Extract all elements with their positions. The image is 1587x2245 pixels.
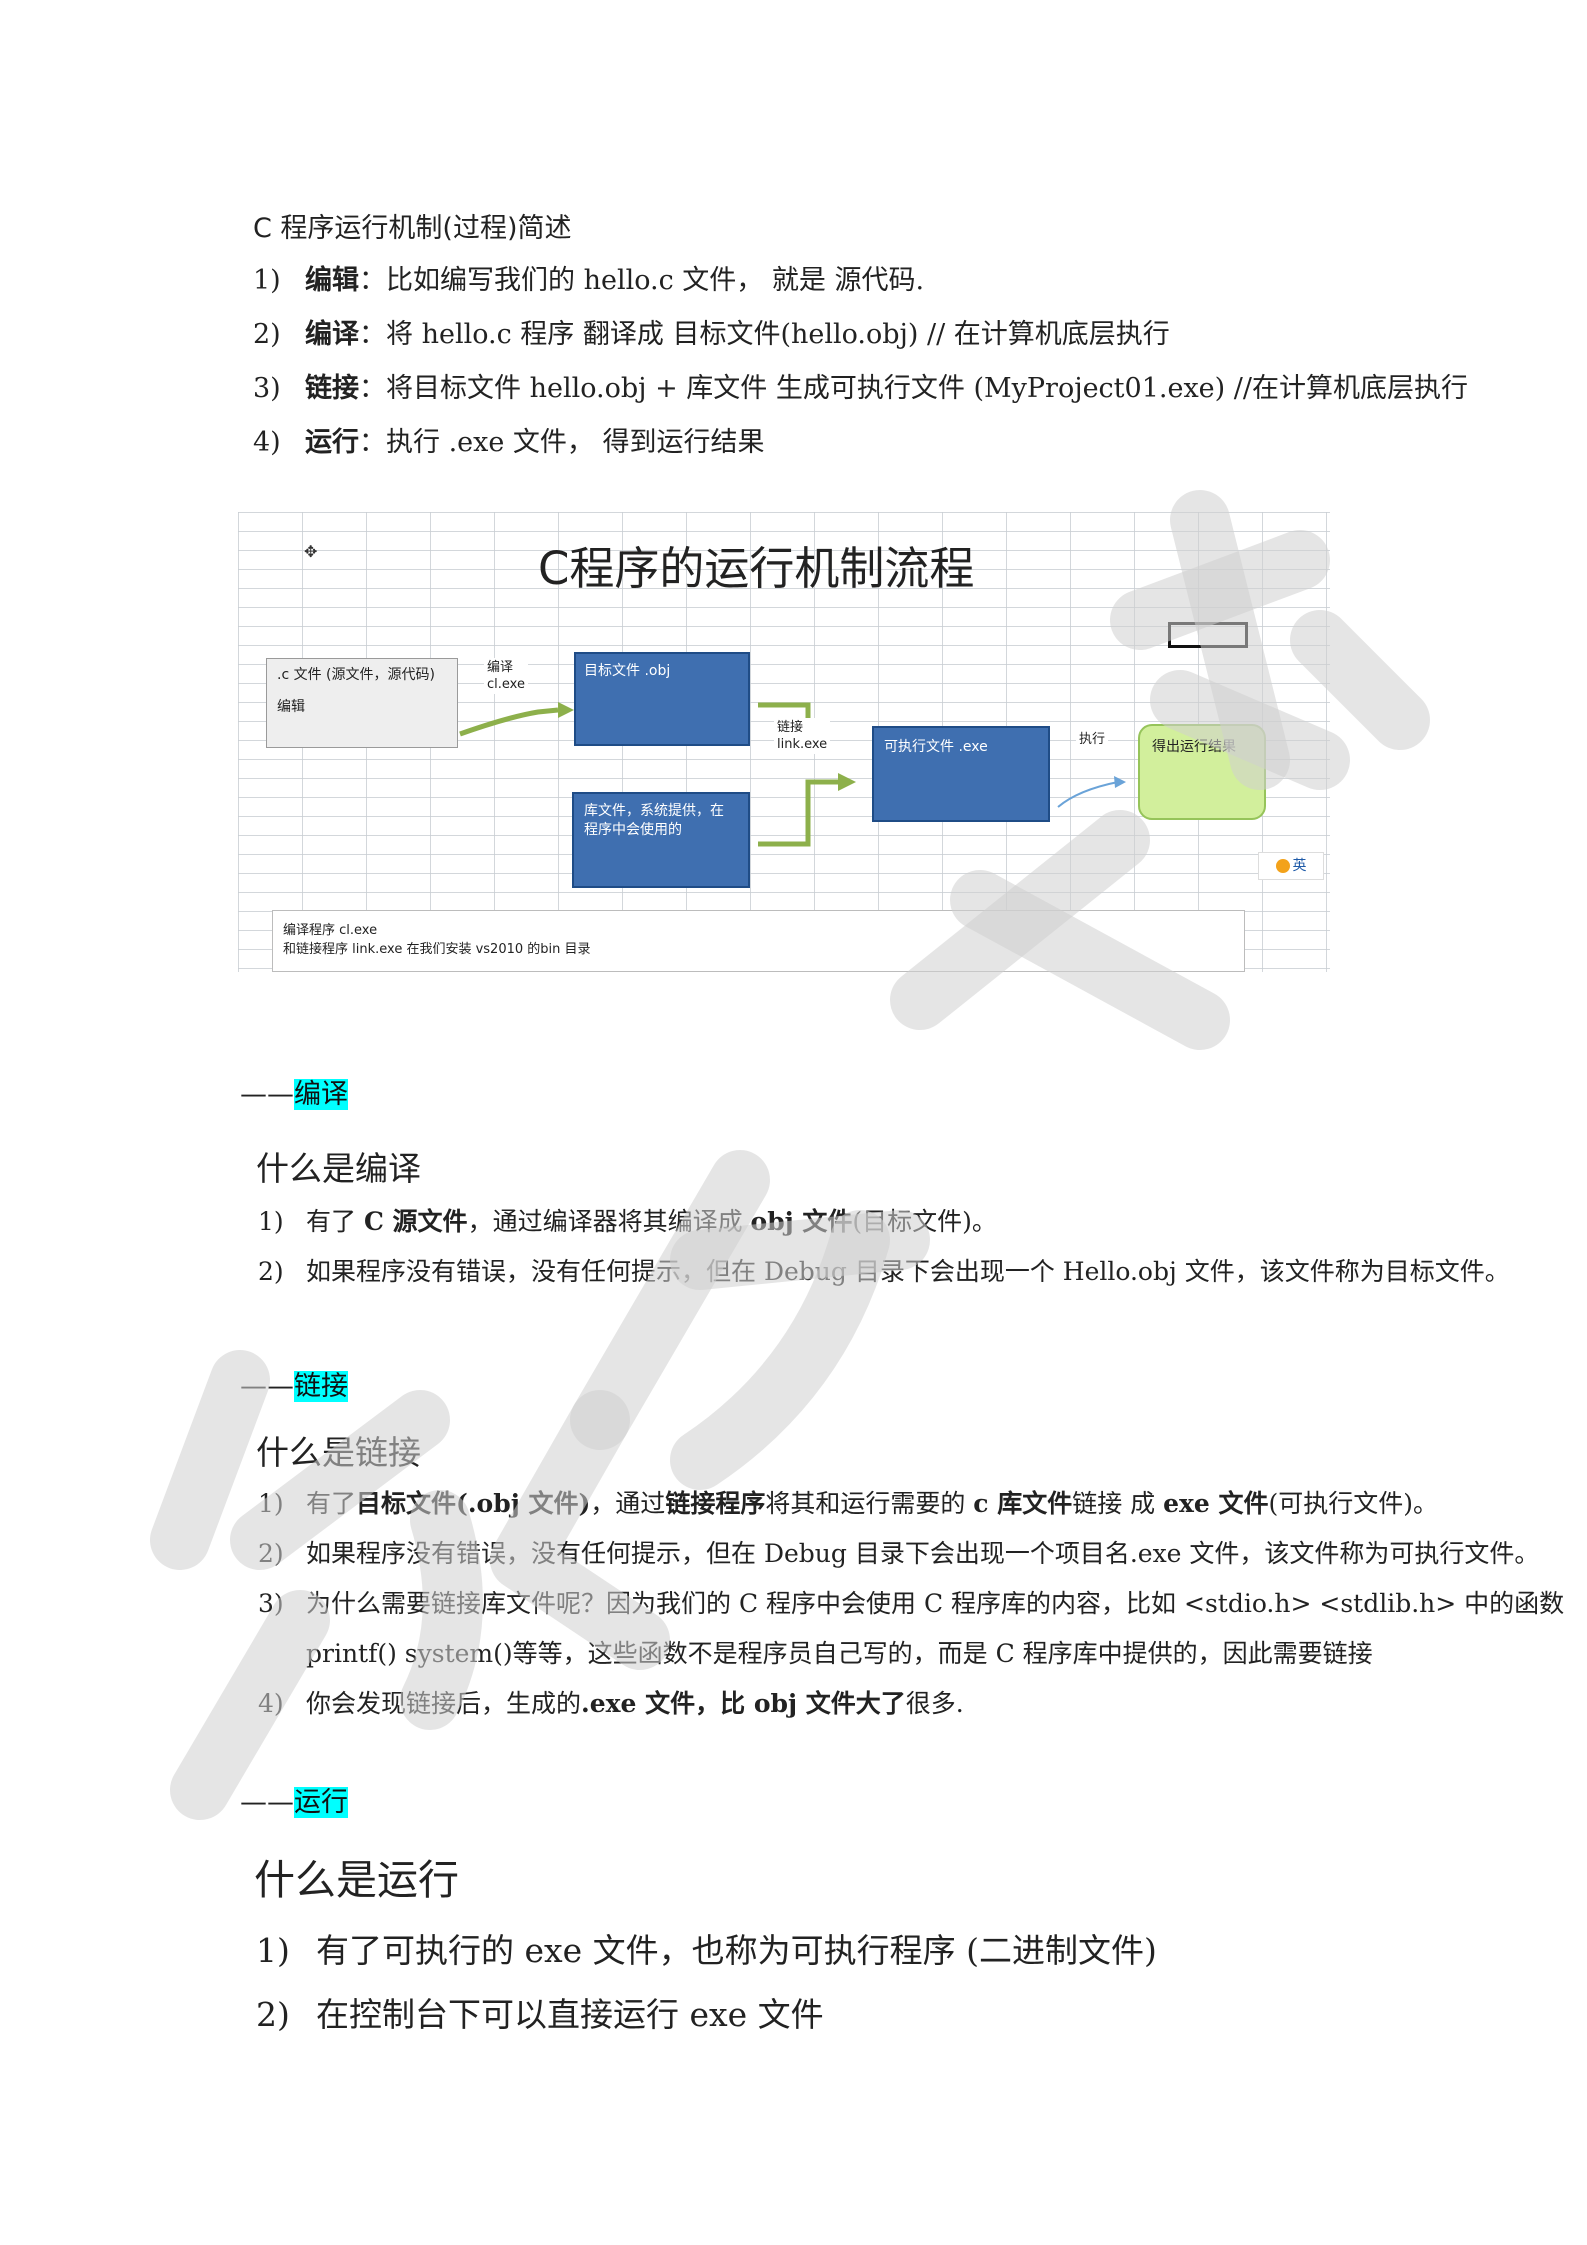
item-number: 1)	[258, 1489, 284, 1518]
executable-file-label: 可执行文件 .exe	[884, 739, 988, 755]
library-box-line2: 程序中会使用的	[584, 822, 682, 838]
link-marker: ——链接	[240, 1364, 348, 1403]
list-item-continuation: printf() system()等等，这些函数不是程序员自己写的，而是 C 程…	[306, 1639, 1373, 1668]
item-text: 你会发现链接后，生成的	[306, 1689, 582, 1718]
ime-logo-icon	[1275, 859, 1290, 873]
item-bold-text: exe 文件	[1163, 1489, 1269, 1518]
compile-label-line2: cl.exe	[487, 677, 525, 692]
list-item: 2) 如果程序没有错误，没有任何提示，但在 Debug 目录下会出现一个项目名.e…	[258, 1534, 1539, 1570]
item-text: 将其和运行需要的	[765, 1489, 974, 1518]
diagram-title: C程序的运行机制流程	[538, 542, 975, 595]
run-marker: ——运行	[240, 1780, 348, 1819]
result-label: 得出运行结果	[1152, 739, 1236, 755]
link-label-line1: 链接	[777, 720, 804, 735]
item-text: ：执行 .exe 文件， 得到运行结果	[359, 427, 765, 458]
item-text: ，通过编译器将其编译成	[467, 1207, 751, 1236]
item-number: 4)	[253, 427, 281, 458]
item-text: 有了可执行的 exe 文件，也称为可执行程序 (二进制文件)	[316, 1931, 1157, 1970]
result-box: 得出运行结果	[1138, 724, 1266, 820]
compile-label-line1: 编译	[487, 660, 514, 675]
item-term: 编辑	[305, 265, 359, 296]
item-bold-text: C 源文件	[363, 1207, 468, 1236]
list-item: 1) 有了目标文件(.obj 文件)，通过链接程序将其和运行需要的 c 库文件链接…	[258, 1484, 1438, 1520]
item-text: 很多.	[905, 1689, 964, 1718]
item-text: 链接 成	[1072, 1489, 1164, 1518]
item-text: ：将 hello.c 程序 翻译成 目标文件(hello.obj) // 在计算…	[359, 319, 1170, 350]
move-cursor-icon: ✥	[304, 542, 318, 561]
object-file-label: 目标文件 .obj	[584, 663, 671, 679]
compile-marker: ——编译	[240, 1072, 348, 1111]
highlighted-label: 编译	[294, 1079, 348, 1110]
item-number: 3)	[258, 1589, 284, 1618]
ime-badge: 英	[1258, 852, 1324, 880]
executable-file-box: 可执行文件 .exe	[872, 726, 1050, 822]
item-bold-text: c 库文件	[973, 1489, 1073, 1518]
item-text: ：将目标文件 hello.obj + 库文件 生成可执行文件 (MyProjec…	[359, 373, 1468, 404]
item-text: 如果程序没有错误，没有任何提示，但在 Debug 目录下会出现一个 Hello.…	[306, 1257, 1510, 1286]
run-heading: 什么是运行	[254, 1856, 459, 1904]
note-line2: 和链接程序 link.exe 在我们安装 vs2010 的bin 目录	[283, 942, 591, 957]
dash-prefix: ——	[240, 1079, 294, 1110]
list-item: 3) 链接：将目标文件 hello.obj + 库文件 生成可执行文件 (MyPr…	[253, 366, 1468, 405]
source-file-box: .c 文件 (源文件，源代码) 编辑	[266, 658, 458, 748]
item-text: (可执行文件)。	[1268, 1489, 1439, 1518]
list-item: 1) 有了 C 源文件，通过编译器将其编译成 obj 文件(目标文件)。	[258, 1202, 997, 1238]
item-text: 有了	[306, 1489, 357, 1518]
library-box-line1: 库文件，系统提供，在	[584, 803, 724, 819]
item-term: 编译	[305, 319, 359, 350]
list-item: 1) 有了可执行的 exe 文件，也称为可执行程序 (二进制文件)	[256, 1924, 1157, 1972]
diagram-note: 编译程序 cl.exe 和链接程序 link.exe 在我们安装 vs2010 …	[272, 910, 1245, 972]
compile-label: 编译 cl.exe	[484, 658, 528, 694]
highlighted-label: 链接	[294, 1371, 348, 1402]
item-number: 3)	[253, 373, 281, 404]
list-item: 2) 如果程序没有错误，没有任何提示，但在 Debug 目录下会出现一个 Hell…	[258, 1252, 1510, 1288]
item-number: 2)	[258, 1257, 284, 1286]
ime-badge-text: 英	[1292, 858, 1307, 874]
item-text: 有了	[306, 1207, 364, 1236]
item-number: 2)	[253, 319, 281, 350]
dash-prefix: ——	[240, 1371, 294, 1402]
item-term: 链接	[305, 373, 359, 404]
item-bold-text: obj 文件	[750, 1207, 853, 1236]
item-text: 如果程序没有错误，没有任何提示，但在 Debug 目录下会出现一个项目名.exe…	[306, 1539, 1540, 1568]
item-text: 在控制台下可以直接运行 exe 文件	[316, 1995, 824, 2034]
item-number: 2)	[256, 1995, 290, 2034]
object-file-box: 目标文件 .obj	[574, 652, 750, 746]
item-text: 为什么需要链接库文件呢？因为我们的 C 程序中会使用 C 程序库的内容，比如 <…	[306, 1589, 1565, 1618]
item-bold-text: .exe 文件，比 obj 文件大了	[581, 1689, 906, 1718]
list-item: 1) 编辑：比如编写我们的 hello.c 文件， 就是 源代码.	[253, 258, 924, 297]
item-number: 4)	[258, 1689, 284, 1718]
run-label: 执行	[1076, 730, 1109, 749]
item-bold-text: 目标文件(.obj 文件)	[356, 1489, 591, 1518]
link-label: 链接 link.exe	[774, 718, 831, 754]
highlighted-label: 运行	[294, 1787, 348, 1818]
list-item: 2) 在控制台下可以直接运行 exe 文件	[256, 1988, 824, 2036]
item-number: 1)	[258, 1207, 284, 1236]
source-box-line2: 编辑	[277, 699, 305, 715]
item-number: 1)	[253, 265, 281, 296]
list-item: 4) 运行：执行 .exe 文件， 得到运行结果	[253, 420, 765, 459]
note-line1: 编译程序 cl.exe	[283, 923, 378, 938]
source-box-line1: .c 文件 (源文件，源代码)	[277, 667, 435, 683]
link-heading: 什么是链接	[256, 1433, 421, 1472]
dash-prefix: ——	[240, 1787, 294, 1818]
link-label-line2: link.exe	[777, 737, 828, 752]
list-item: 4) 你会发现链接后，生成的.exe 文件，比 obj 文件大了很多.	[258, 1684, 964, 1720]
compile-heading: 什么是编译	[256, 1149, 421, 1188]
item-text: ，通过	[590, 1489, 666, 1518]
item-text: ：比如编写我们的 hello.c 文件， 就是 源代码.	[359, 265, 925, 296]
list-item: 2) 编译：将 hello.c 程序 翻译成 目标文件(hello.obj) //…	[253, 312, 1170, 351]
section-title: C 程序运行机制(过程)简述	[253, 213, 572, 244]
item-text: (目标文件)。	[852, 1207, 997, 1236]
item-bold-text: 链接程序	[665, 1489, 766, 1518]
list-item: 3) 为什么需要链接库文件呢？因为我们的 C 程序中会使用 C 程序库的内容，比如…	[258, 1584, 1564, 1620]
item-number: 2)	[258, 1539, 284, 1568]
library-file-box: 库文件，系统提供，在 程序中会使用的	[572, 792, 750, 888]
item-term: 运行	[305, 427, 359, 458]
flow-diagram: C程序的运行机制流程 ✥ .c 文件 (源文件，源代码) 编辑 编译 cl.ex…	[238, 512, 1330, 972]
item-number: 1)	[256, 1931, 290, 1970]
